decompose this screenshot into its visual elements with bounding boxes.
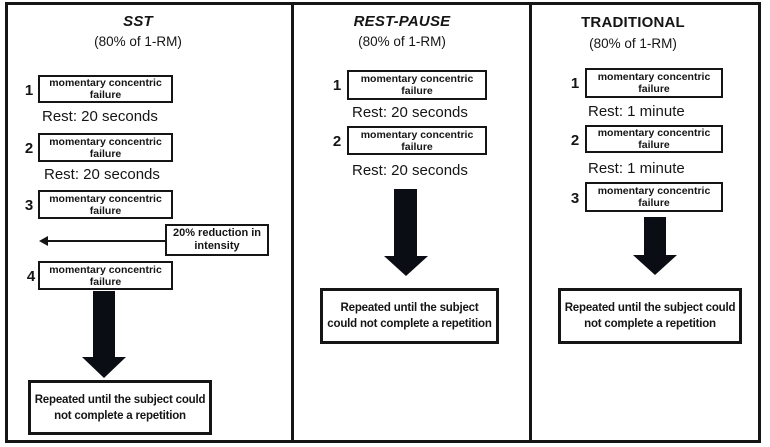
outcome-line: not complete a repetition xyxy=(54,409,186,422)
left-arrowhead-icon xyxy=(39,236,48,246)
step-number: 2 xyxy=(24,140,34,157)
step-number: 1 xyxy=(332,77,342,94)
failure-box: momentary concentric failure xyxy=(585,125,723,153)
panel-subtitle-sst: (80% of 1-RM) xyxy=(94,34,182,49)
failure-box: momentary concentric failure xyxy=(38,261,173,290)
down-arrow-stem xyxy=(93,291,115,358)
failure-box: momentary concentric failure xyxy=(38,190,173,219)
step-number: 2 xyxy=(332,133,342,150)
down-arrow-stem xyxy=(644,217,666,256)
step-number: 1 xyxy=(24,82,34,99)
rest-label: Rest: 20 seconds xyxy=(352,104,468,121)
panel-subtitle-traditional: (80% of 1-RM) xyxy=(589,36,677,51)
panel-title-rest-pause: REST-PAUSE xyxy=(353,13,451,30)
outcome-line: could not complete a repetition xyxy=(327,318,492,330)
reduction-line: intensity xyxy=(194,240,240,252)
outcome-line: not complete a repetition xyxy=(584,318,716,330)
rest-label: Rest: 20 seconds xyxy=(42,108,158,125)
failure-box: momentary concentric failure xyxy=(585,68,723,98)
panel-title-traditional: TRADITIONAL xyxy=(581,14,685,31)
panel-subtitle-rest-pause: (80% of 1-RM) xyxy=(358,34,446,49)
outcome-box: Repeated until the subject could not com… xyxy=(28,380,212,435)
failure-box: momentary concentric failure xyxy=(38,133,173,162)
outcome-box: Repeated until the subject could not com… xyxy=(558,288,742,344)
rest-label: Rest: 1 minute xyxy=(588,160,685,177)
rest-label: Rest: 20 seconds xyxy=(44,166,160,183)
failure-box: momentary concentric failure xyxy=(585,182,723,212)
step-number: 3 xyxy=(570,190,580,207)
outcome-box: Repeated until the subject could not com… xyxy=(320,288,499,344)
rest-label: Rest: 20 seconds xyxy=(352,162,468,179)
panel-divider-1 xyxy=(291,2,294,443)
down-arrow-icon xyxy=(82,357,126,378)
step-number: 1 xyxy=(570,75,580,92)
reduction-arrow-line xyxy=(47,240,166,242)
rest-label: Rest: 1 minute xyxy=(588,103,685,120)
down-arrow-stem xyxy=(394,189,417,257)
down-arrow-icon xyxy=(633,255,677,275)
reduction-line: 20% reduction in xyxy=(172,226,262,239)
step-number: 2 xyxy=(570,132,580,149)
panel-divider-2 xyxy=(529,2,532,443)
down-arrow-icon xyxy=(384,256,428,276)
failure-box: momentary concentric failure xyxy=(347,70,487,100)
panel-title-sst: SST xyxy=(123,13,153,30)
outcome-line: Repeated until the subject could xyxy=(34,393,206,406)
step-number: 4 xyxy=(26,268,36,285)
failure-box: momentary concentric failure xyxy=(347,126,487,155)
outcome-line: Repeated until the subject could xyxy=(564,302,736,314)
outcome-line: Repeated until the subject xyxy=(340,302,479,314)
step-number: 3 xyxy=(24,197,34,214)
reduction-box: 20% reduction in intensity xyxy=(165,224,269,256)
failure-box: momentary concentric failure xyxy=(38,75,173,103)
